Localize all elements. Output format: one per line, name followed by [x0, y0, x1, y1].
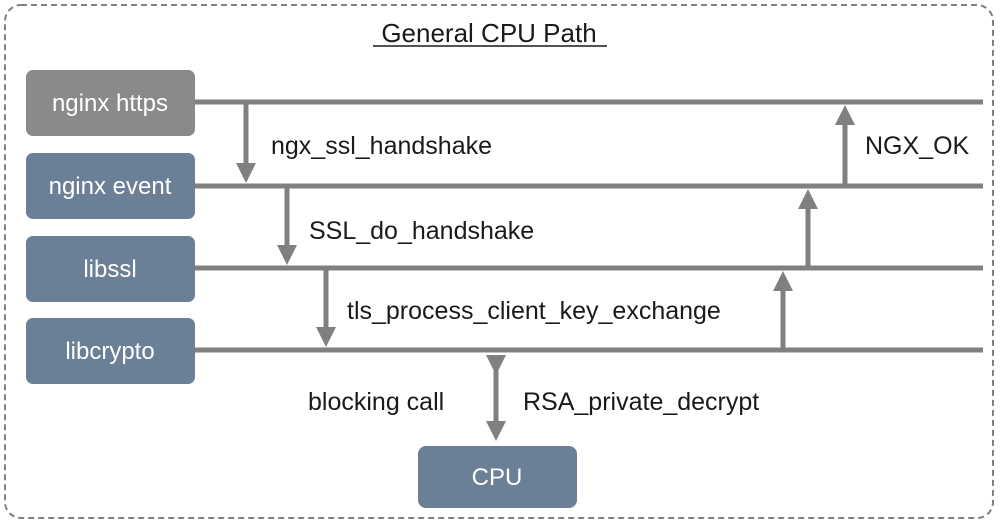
label-blocking-call: blocking call: [308, 388, 444, 416]
layer-box-nginx-https: nginx https: [26, 70, 195, 136]
layer-label-nginx-https: nginx https: [52, 90, 168, 117]
layer-box-libcrypto: libcrypto: [26, 318, 195, 384]
layer-box-libssl: libssl: [26, 236, 195, 302]
diagram-title: General CPU Path: [381, 18, 596, 48]
label-tls-process-client-key-exchange: tls_process_client_key_exchange: [347, 297, 721, 325]
layer-label-libssl: libssl: [83, 256, 136, 283]
label-ssl-do-handshake: SSL_do_handshake: [309, 217, 534, 245]
layer-box-nginx-event: nginx event: [26, 153, 195, 219]
cpu-box: CPU: [418, 446, 577, 508]
label-ngx-ssl-handshake: ngx_ssl_handshake: [271, 132, 492, 160]
cpu-label: CPU: [472, 464, 523, 491]
outer-frame: [4, 4, 994, 519]
layer-label-libcrypto: libcrypto: [65, 338, 154, 365]
layer-label-nginx-event: nginx event: [49, 173, 172, 200]
label-rsa-private-decrypt: RSA_private_decrypt: [523, 388, 759, 416]
label-ngx-ok: NGX_OK: [865, 132, 970, 160]
